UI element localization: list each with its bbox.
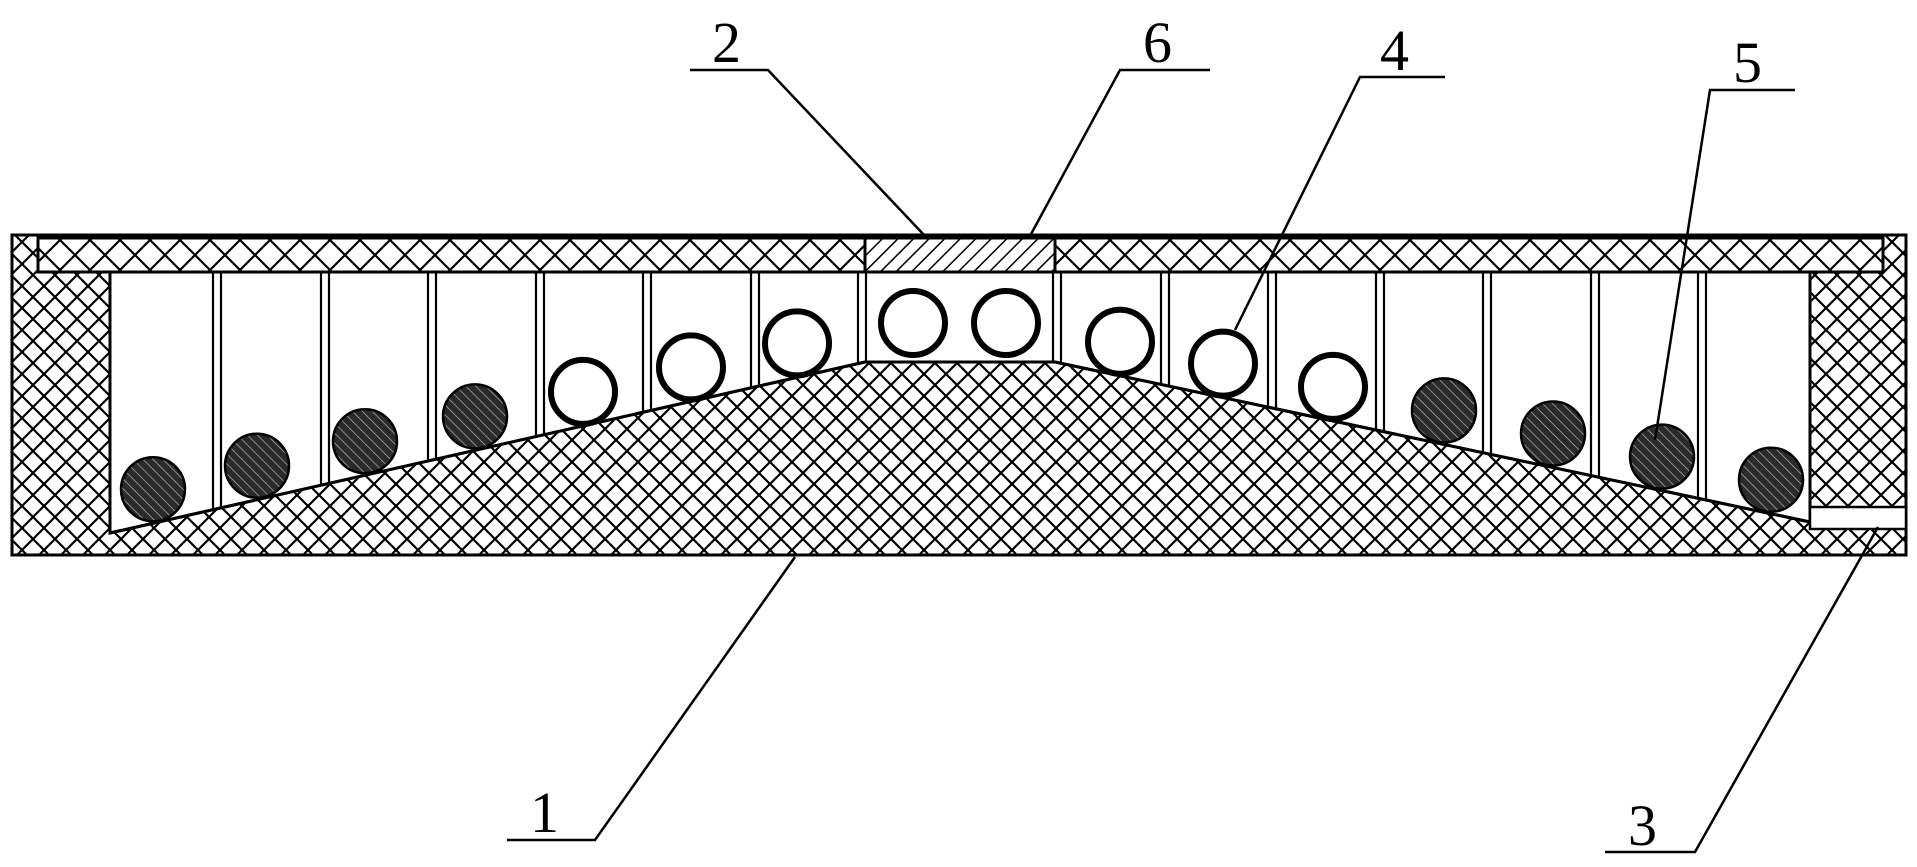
solid-ball-2 — [223, 432, 291, 499]
label-cover-plate: 2 — [712, 10, 741, 75]
label-center-insert: 6 — [1143, 10, 1172, 75]
solid-ball-13 — [1410, 377, 1478, 444]
hollow-ball-6 — [656, 332, 726, 403]
hollow-ball-12 — [1298, 351, 1368, 422]
leader-6 — [1028, 68, 1210, 237]
solid-ball-16 — [1737, 446, 1805, 513]
leader-lines — [507, 68, 1880, 854]
hollow-ball-7 — [762, 308, 832, 379]
leader-4 — [1233, 75, 1445, 331]
drain-port — [1808, 505, 1908, 531]
label-solid-ball: 5 — [1733, 30, 1762, 95]
label-drain-port: 3 — [1628, 793, 1657, 858]
leader-5 — [1653, 88, 1795, 441]
hollow-ball-5 — [548, 356, 618, 427]
hollow-ball-10 — [1085, 306, 1155, 377]
solid-ball-14 — [1519, 400, 1587, 467]
label-base-body: 1 — [530, 780, 559, 845]
solid-ball-1 — [119, 456, 187, 523]
solid-ball-4 — [441, 383, 509, 450]
divider-walls — [211, 272, 1708, 510]
leader-2 — [690, 68, 926, 237]
label-hollow-ball: 4 — [1380, 18, 1409, 83]
base-body — [10, 233, 1908, 557]
leader-3 — [1605, 526, 1880, 854]
center-insert — [863, 236, 1057, 274]
hollow-ball-8 — [878, 288, 948, 358]
ball-row — [119, 288, 1805, 523]
solid-ball-3 — [331, 407, 399, 475]
leader-1 — [507, 556, 797, 842]
hollow-ball-11 — [1188, 328, 1258, 399]
solid-ball-15 — [1628, 423, 1696, 490]
cavity-outline — [108, 272, 1812, 535]
hollow-ball-9 — [971, 288, 1041, 358]
